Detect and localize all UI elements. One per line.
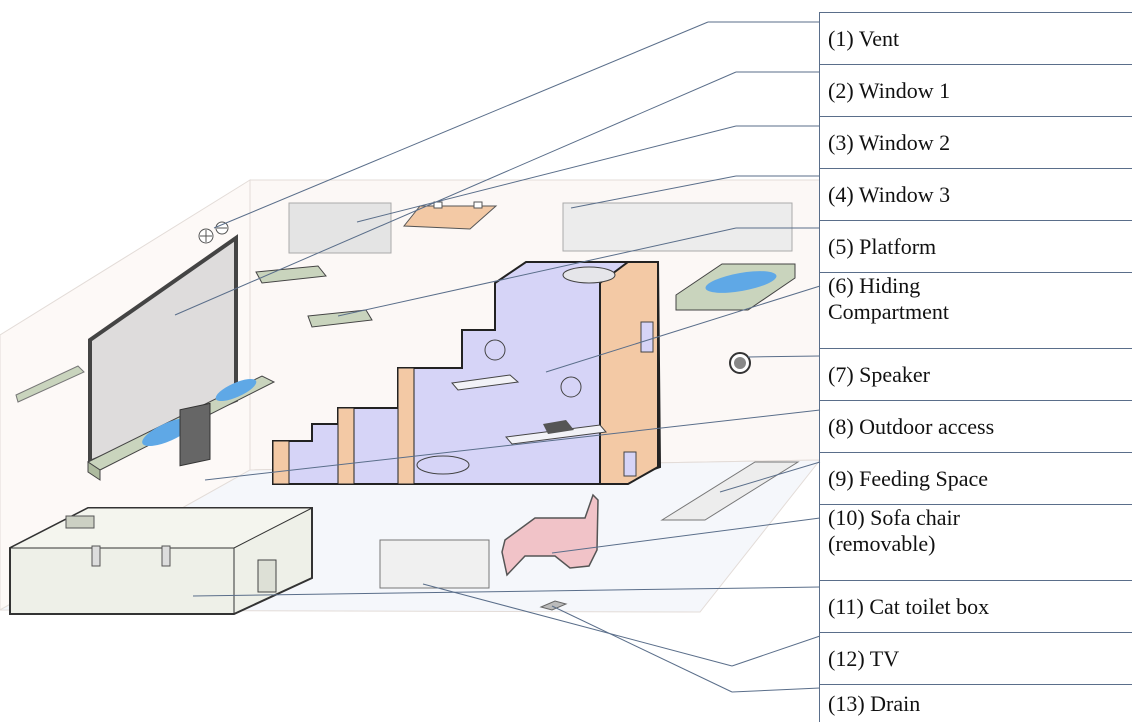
legend-label: (13) Drain xyxy=(828,685,920,722)
legend-item-feeding-space: (9) Feeding Space xyxy=(820,452,1132,504)
legend-item-drain: (13) Drain xyxy=(820,684,1132,722)
legend: (1) Vent (2) Window 1 (3) Window 2 (4) W… xyxy=(819,12,1132,722)
window-3 xyxy=(563,203,792,251)
legend-label: (8) Outdoor access xyxy=(828,401,994,452)
legend-item-vent: (1) Vent xyxy=(820,12,1132,64)
legend-item-cat-toilet-box: (11) Cat toilet box xyxy=(820,580,1132,632)
legend-item-hiding-compartment: (6) Hiding Compartment xyxy=(820,272,1132,324)
cat-toilet-box xyxy=(10,508,312,614)
legend-label: (7) Speaker xyxy=(828,349,930,400)
legend-label: (11) Cat toilet box xyxy=(828,581,989,632)
legend-item-sofa-chair: (10) Sofa chair (removable) xyxy=(820,504,1132,556)
legend-item-outdoor-access: (8) Outdoor access xyxy=(820,400,1132,452)
legend-item-window-3: (4) Window 3 xyxy=(820,168,1132,220)
legend-item-window-2: (3) Window 2 xyxy=(820,116,1132,168)
legend-label: (9) Feeding Space xyxy=(828,453,988,504)
legend-label: (2) Window 1 xyxy=(828,65,950,116)
legend-label: (6) Hiding Compartment xyxy=(828,273,949,324)
tv-stand xyxy=(380,540,489,588)
legend-item-window-1: (2) Window 1 xyxy=(820,64,1132,116)
legend-item-platform: (5) Platform xyxy=(820,220,1132,272)
legend-label: (10) Sofa chair (removable) xyxy=(828,505,960,556)
legend-label: (4) Window 3 xyxy=(828,169,950,220)
speaker-icon xyxy=(730,353,750,373)
room-illustration xyxy=(0,0,820,722)
legend-label: (1) Vent xyxy=(828,13,899,64)
window-2 xyxy=(289,203,391,253)
legend-label: (5) Platform xyxy=(828,221,936,272)
legend-label: (3) Window 2 xyxy=(828,117,950,168)
legend-item-tv: (12) TV xyxy=(820,632,1132,684)
legend-label: (12) TV xyxy=(828,633,899,684)
legend-item-speaker: (7) Speaker xyxy=(820,348,1132,400)
outdoor-access-door xyxy=(180,403,210,465)
